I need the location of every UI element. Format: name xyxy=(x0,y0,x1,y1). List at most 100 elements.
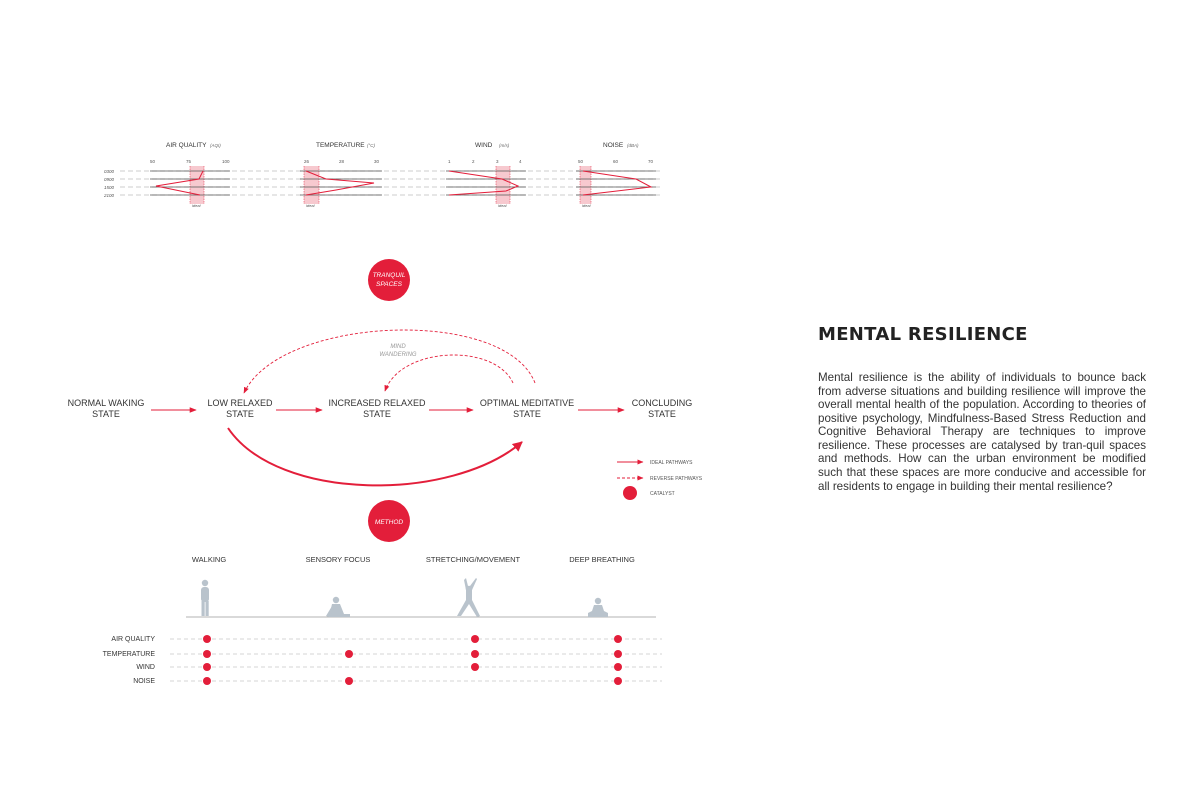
tick-label: 26 xyxy=(304,159,310,164)
ideal-arrow-skip xyxy=(227,427,523,487)
matrix-dot xyxy=(614,677,622,685)
tick-label: 70 xyxy=(648,159,654,164)
env-panel-noise: NOISE (dBA) 50 60 70 ideal xyxy=(576,142,656,208)
panel-unit: (m/s) xyxy=(499,143,510,148)
state-label: INCREASED RELAXED xyxy=(328,398,426,408)
legend-ideal-label: IDEAL PATHWAYS xyxy=(650,460,693,466)
ideal-pathways xyxy=(151,407,625,487)
legend-reverse-label: REVERSE PATHWAYS xyxy=(650,476,703,482)
state-label: STATE xyxy=(226,409,254,419)
tick-label: 50 xyxy=(150,159,156,164)
matrix-dot xyxy=(203,677,211,685)
method-label: SENSORY FOCUS xyxy=(306,555,371,564)
air-quality-line xyxy=(155,170,204,196)
matrix-dot xyxy=(471,650,479,658)
sensory-focus-figure xyxy=(326,596,350,617)
reverse-arrow-outer xyxy=(243,329,536,394)
temperature-line xyxy=(305,170,375,196)
catalyst-method: METHOD xyxy=(368,500,410,542)
reverse-pathways xyxy=(243,329,536,394)
matrix-dot xyxy=(345,677,353,685)
methods: WALKING SENSORY FOCUS STRETCHING/MOVEMEN… xyxy=(103,555,662,685)
env-charts: 0300 0900 1500 2100 AIR QUALITY (AQI) 50… xyxy=(103,142,660,208)
band-label: ideal xyxy=(582,203,591,208)
matrix-dot xyxy=(471,663,479,671)
time-label: 0900 xyxy=(104,177,115,182)
time-label: 1500 xyxy=(104,185,115,190)
reverse-arrow-inner xyxy=(384,354,514,392)
matrix-dot xyxy=(614,635,622,643)
matrix-dot xyxy=(203,635,211,643)
state-label: LOW RELAXED xyxy=(207,398,273,408)
catalyst-label: METHOD xyxy=(375,519,403,526)
tick-label: 50 xyxy=(578,159,584,164)
factor-label: TEMPERATURE xyxy=(103,651,156,658)
factor-label: AIR QUALITY xyxy=(111,636,155,643)
state-low-relaxed: LOW RELAXED STATE xyxy=(207,398,273,419)
time-label: 0300 xyxy=(104,169,115,174)
factor-labels: AIR QUALITY TEMPERATURE WIND NOISE xyxy=(103,636,156,685)
state-label: OPTIMAL MEDITATIVE xyxy=(480,398,574,408)
matrix-dot xyxy=(614,650,622,658)
tick-label: 2 xyxy=(472,159,475,164)
legend-catalyst-swatch xyxy=(623,486,637,500)
method-label: DEEP BREATHING xyxy=(569,555,635,564)
band-label: ideal xyxy=(306,203,315,208)
state-label: CONCLUDING xyxy=(632,398,693,408)
tick-label: 1 xyxy=(448,159,451,164)
matrix-dot xyxy=(614,663,622,671)
matrix-dot xyxy=(203,663,211,671)
wind-line xyxy=(448,170,520,196)
method-label: WALKING xyxy=(192,555,226,564)
tick-label: 75 xyxy=(186,159,192,164)
matrix-dot xyxy=(471,635,479,643)
env-panel-air-quality: AIR QUALITY (AQI) 50 75 100 ideal xyxy=(150,142,230,208)
matrix-dots xyxy=(203,635,622,685)
panel-title: WIND xyxy=(475,142,493,149)
catalyst-label: SPACES xyxy=(376,281,403,288)
stretching-figure xyxy=(457,578,480,617)
state-label: STATE xyxy=(92,409,120,419)
mind-wandering-label: WANDERING xyxy=(379,352,417,358)
panel-title: TEMPERATURE xyxy=(316,142,365,149)
tick-label: 3 xyxy=(496,159,499,164)
ideal-band xyxy=(190,166,204,204)
tick-label: 60 xyxy=(613,159,619,164)
legend-catalyst-label: CATALYST xyxy=(650,491,675,497)
matrix-rows xyxy=(170,638,662,682)
state-normal-waking: NORMAL WAKING STATE xyxy=(68,398,145,419)
noise-line xyxy=(582,170,653,196)
state-optimal-meditative: OPTIMAL MEDITATIVE STATE xyxy=(480,398,574,419)
env-panel-temperature: TEMPERATURE (°C) 26 28 30 ideal xyxy=(300,142,382,208)
method-label: STRETCHING/MOVEMENT xyxy=(426,555,521,564)
panel-unit: (dBA) xyxy=(627,143,639,148)
state-label: NORMAL WAKING xyxy=(68,398,145,408)
band-label: ideal xyxy=(498,203,507,208)
deep-breathing-figure xyxy=(588,597,608,617)
section-paragraph: Mental resilience is the ability of indi… xyxy=(818,371,1146,493)
mind-wandering-label: MIND xyxy=(390,344,406,350)
ideal-band xyxy=(580,166,591,204)
time-label: 2100 xyxy=(103,193,115,198)
walking-figure xyxy=(201,579,209,616)
section-heading: MENTAL RESILIENCE xyxy=(818,324,1028,345)
ideal-band xyxy=(496,166,510,204)
ideal-band xyxy=(304,166,319,204)
tick-label: 28 xyxy=(339,159,345,164)
panel-unit: (AQI) xyxy=(210,143,221,148)
state-label: STATE xyxy=(363,409,391,419)
state-increased-relaxed: INCREASED RELAXED STATE xyxy=(328,398,426,419)
time-labels: 0300 0900 1500 2100 xyxy=(103,169,115,198)
tick-label: 30 xyxy=(374,159,380,164)
env-panel-wind: WIND (m/s) 1 2 3 4 ideal xyxy=(446,142,526,208)
panel-title: NOISE xyxy=(603,142,624,149)
factor-label: NOISE xyxy=(133,678,155,685)
catalyst-label: TRANQUIL xyxy=(373,272,406,279)
tick-label: 100 xyxy=(222,159,230,164)
band-label: ideal xyxy=(192,203,201,208)
tick-label: 4 xyxy=(519,159,522,164)
panel-title: AIR QUALITY xyxy=(166,142,207,149)
matrix-dot xyxy=(345,650,353,658)
state-concluding: CONCLUDING STATE xyxy=(632,398,693,419)
